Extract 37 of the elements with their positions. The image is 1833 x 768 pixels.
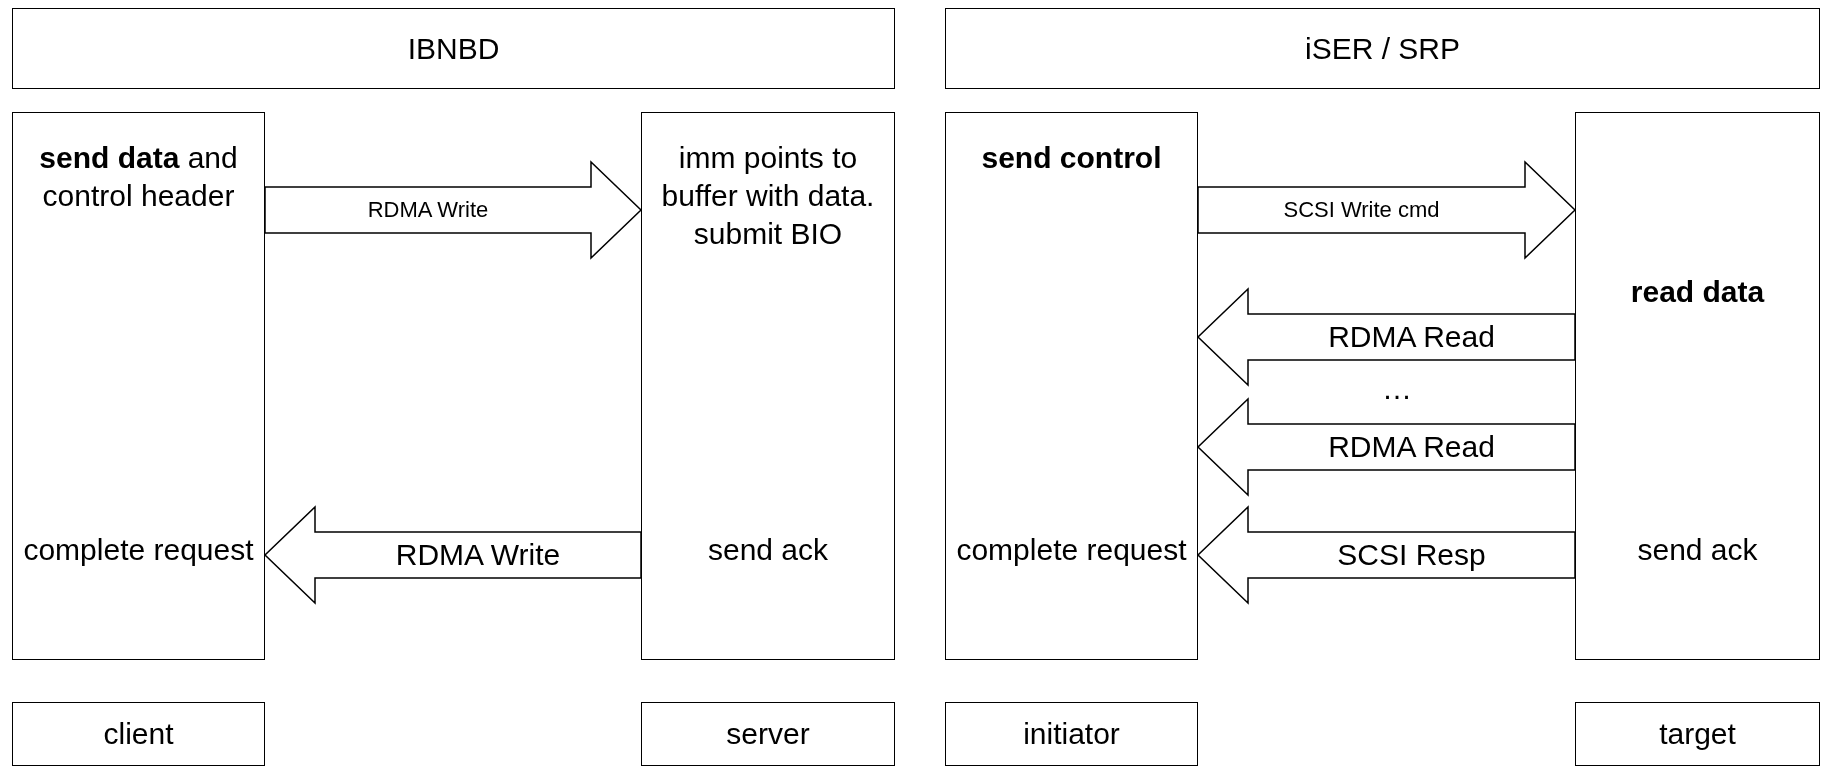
step-text: send ack <box>1636 532 1759 568</box>
block-arrow <box>1196 505 1576 605</box>
edge-label: SCSI Resp <box>1336 538 1487 572</box>
protocol-header-box <box>945 8 1820 89</box>
protocol-title: iSER / SRP <box>1303 31 1461 67</box>
block-arrow <box>1196 287 1576 387</box>
step-text: read data <box>1629 274 1766 310</box>
lifeline-column-box <box>641 112 895 660</box>
block-arrow <box>264 160 643 260</box>
edge-label: RDMA Write <box>394 538 562 572</box>
block-arrow <box>1197 160 1577 260</box>
role-label-box <box>12 702 265 766</box>
step-text: complete request <box>22 532 255 568</box>
role-label-box <box>1575 702 1820 766</box>
role-label: client <box>102 716 175 752</box>
edge-label: RDMA Read <box>1327 430 1496 464</box>
block-arrow <box>1196 397 1576 497</box>
role-label-box <box>945 702 1198 766</box>
step-text: imm points to buffer with data. submit BIO <box>660 140 876 252</box>
edge-label: RDMA Write <box>366 196 490 224</box>
lifeline-column-box <box>12 112 265 660</box>
ellipsis-note: … <box>1382 372 1412 406</box>
step-text: send control <box>980 140 1163 176</box>
role-label: target <box>1658 716 1737 752</box>
step-text: send data and control header <box>38 140 239 214</box>
edge-label: SCSI Write cmd <box>1282 196 1441 224</box>
lifeline-column-box <box>1575 112 1820 660</box>
protocol-header-box <box>12 8 895 89</box>
role-label: server <box>725 716 811 752</box>
step-text: send ack <box>706 532 830 568</box>
step-text: complete request <box>955 532 1188 568</box>
role-label: initiator <box>1022 716 1121 752</box>
edge-label: RDMA Read <box>1327 320 1496 354</box>
protocol-title: IBNBD <box>406 31 501 67</box>
block-arrow <box>263 505 642 605</box>
lifeline-column-box <box>945 112 1198 660</box>
role-label-box <box>641 702 895 766</box>
